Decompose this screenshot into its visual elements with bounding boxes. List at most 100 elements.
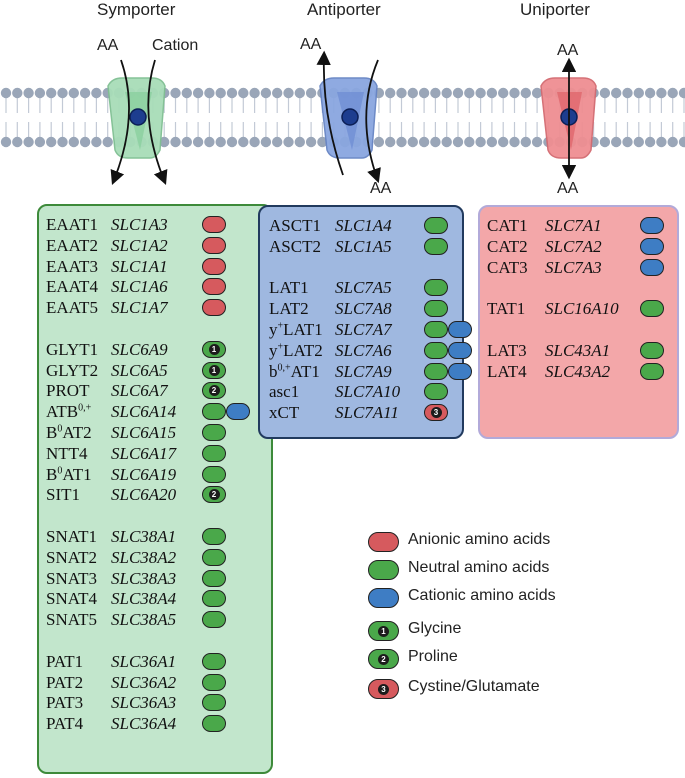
symporter-protein [107, 77, 166, 159]
transporter-name-text: PAT3 [46, 693, 84, 713]
gene-name: SLC6A19 [111, 464, 177, 484]
substrate-badges [202, 715, 226, 733]
neutral-amino-acid-badge [368, 560, 399, 580]
transporter-name-text: SIT1 [46, 485, 80, 505]
neutral-amino-acid-badge [202, 694, 226, 712]
badge-number: 2 [208, 385, 220, 397]
legend-item: Neutral amino acids [368, 558, 668, 580]
transporter-name-suffix: AT2 [62, 423, 92, 442]
transporter-name: SNAT4 [46, 589, 97, 609]
transporter-name-text: LAT2 [269, 299, 309, 319]
transporter-name-superscript: + [277, 320, 284, 332]
transporter-name: CAT1 [487, 216, 528, 236]
substrate-badges [640, 362, 664, 381]
badge-number: 2 [208, 489, 220, 501]
gene-name: SLC36A4 [111, 714, 177, 734]
transporter-name-text: PROT [46, 381, 90, 401]
neutral-amino-acid-badge: 1 [202, 361, 226, 379]
anionic-amino-acid-badge: 3 [424, 404, 448, 422]
transporter-name-suffix: LAT2 [283, 340, 323, 360]
transporter-name-text: GLYT1 [46, 339, 99, 359]
gene-name: SLC36A1 [111, 651, 177, 671]
transporter-name-text: SNAT4 [46, 589, 98, 609]
transporter-name-text: SNAT5 [46, 610, 98, 630]
gene-name: SLC43A2 [545, 361, 611, 381]
neutral-amino-acid-badge [202, 444, 226, 462]
substrate-badges [202, 424, 226, 442]
transporter-row: ATB0,+SLC6A14 [46, 402, 266, 422]
legend-label: Neutral amino acids [408, 559, 550, 576]
substrate-badges [424, 217, 448, 235]
gene-name: SLC38A1 [111, 527, 177, 546]
transporter-name: CAT2 [487, 237, 528, 257]
substrate-badges [424, 383, 448, 401]
transporter-name-text: TAT1 [487, 299, 526, 319]
gene-name: SLC6A9 [111, 339, 168, 359]
anionic-amino-acid-badge [202, 257, 226, 275]
gene-name: SLC1A5 [335, 236, 392, 256]
neutral-amino-acid-badge [640, 300, 664, 318]
transporter-name-text: EAAT2 [46, 235, 98, 255]
transporter-name: xCT [269, 403, 299, 423]
anionic-amino-acid-badge [202, 236, 226, 254]
neutral-amino-acid-badge [202, 590, 226, 608]
transporter-name-superscript: 0,+ [78, 402, 92, 414]
transporter-name: EAAT1 [46, 215, 98, 235]
substrate-badges [202, 236, 226, 255]
cationic-amino-acid-badge [448, 341, 472, 359]
transporter-name: GLYT2 [46, 361, 98, 381]
transporter-name-text: y [269, 320, 278, 339]
antiporter-aa-top-label: AA [300, 36, 322, 53]
transporter-name-superscript: 0,+ [277, 361, 291, 373]
transporter-name-text: asc1 [269, 382, 300, 402]
substrate-badges: 2 [202, 486, 226, 504]
substrate-badges [424, 341, 472, 360]
cationic-amino-acid-badge [448, 321, 472, 338]
gene-name: SLC6A17 [111, 443, 177, 463]
substrate-badges [640, 341, 664, 360]
substrate-badges [202, 548, 226, 567]
legend-label: Proline [408, 648, 458, 665]
symporter-aa-label: AA [97, 37, 119, 54]
transporter-row: GLYT2 SLC6A5 1 [46, 361, 266, 381]
antiporter-aa-bottom-label: AA [370, 180, 392, 197]
transporter-name-suffix: LAT1 [283, 320, 323, 339]
transporter-name: PAT4 [46, 714, 83, 734]
gene-name: SLC38A4 [111, 589, 177, 609]
gene-name: SLC36A2 [111, 672, 177, 692]
legend-item: Cationic amino acids [368, 586, 668, 608]
transporter-name-text: LAT3 [487, 340, 527, 360]
legend-label: Cystine/Glutamate [408, 678, 540, 695]
neutral-amino-acid-badge [202, 528, 226, 545]
substrate-badges [640, 258, 664, 277]
transporter-name: TAT1 [487, 299, 525, 319]
transporter-name-text: CAT3 [487, 257, 528, 277]
neutral-amino-acid-badge [202, 424, 226, 441]
transporter-name: LAT4 [487, 362, 527, 382]
transporter-name: PROT [46, 381, 89, 401]
substrate-badges [202, 257, 226, 276]
gene-name: SLC7A10 [335, 382, 401, 402]
neutral-amino-acid-badge [202, 465, 226, 483]
neutral-amino-acid-badge [640, 341, 664, 359]
cationic-amino-acid-badge [640, 258, 664, 276]
transporter-name: LAT3 [487, 341, 527, 361]
gene-name: SLC6A15 [111, 423, 177, 442]
membrane-illustration [0, 50, 685, 186]
gene-name: SLC6A5 [111, 360, 168, 380]
gene-name: SLC16A10 [545, 299, 619, 319]
transporter-name: EAAT4 [46, 277, 98, 297]
gene-name: SLC6A7 [111, 381, 168, 401]
transporter-name: PAT1 [46, 652, 83, 672]
neutral-amino-acid-badge [202, 652, 226, 670]
